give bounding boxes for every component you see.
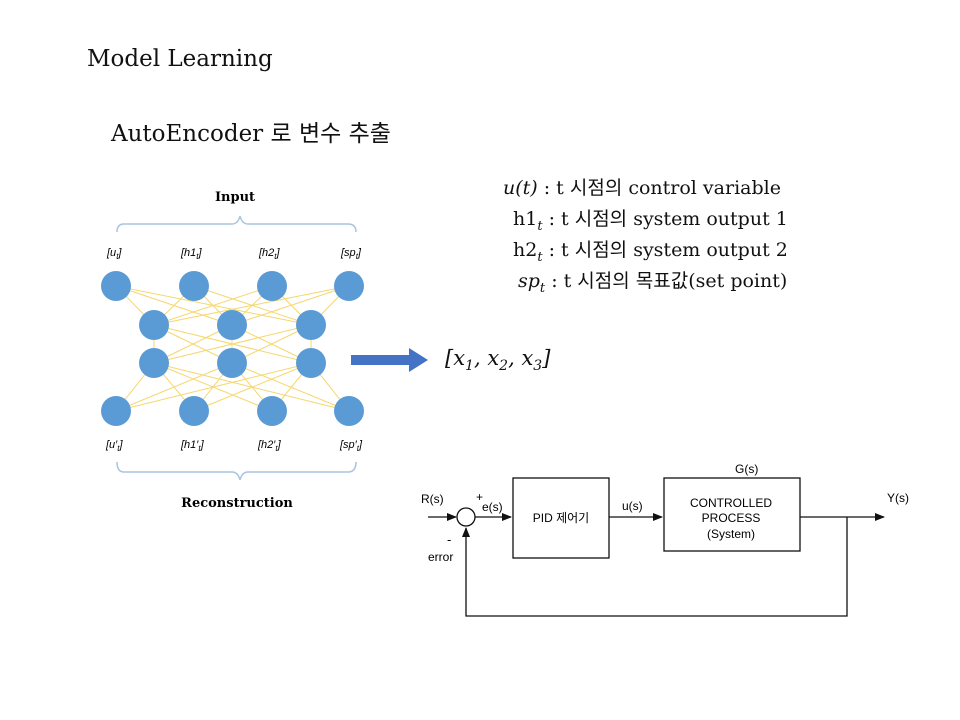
legend-symbol: sp: [518, 270, 540, 292]
network-edge: [153, 285, 273, 326]
legend-text: : t 시점의 control variable: [537, 177, 781, 199]
input-label: Input: [215, 190, 255, 205]
legend-symbol: h2: [513, 239, 538, 261]
output-node-label-sp: [sp′t]: [339, 439, 363, 453]
network-node-l1-n2: [296, 310, 326, 340]
input-node-labels: [ut] [h1t] [h2t] [spt]: [106, 247, 362, 261]
network-edge: [115, 362, 233, 412]
plant-label: G(s): [735, 462, 758, 476]
latent-sub-1: 1: [465, 358, 474, 375]
legend-text: : t 시점의 system output 1: [542, 208, 788, 230]
network-node-l3-n1: [179, 396, 209, 426]
latent-vector: [x1, x2, x3]: [445, 346, 550, 374]
error-signal-label: e(s): [482, 500, 503, 514]
network-edge: [231, 285, 350, 326]
input-signal-label: R(s): [421, 492, 444, 506]
latent-sep-2: , x: [508, 346, 534, 370]
legend-item-control-variable: u(t) : t 시점의 control variable: [503, 173, 781, 200]
latent-sub-2: 2: [499, 358, 509, 375]
process-label-line2: PROCESS: [702, 511, 761, 525]
legend-symbol: h1: [513, 208, 538, 230]
feedback-path: [462, 517, 848, 617]
encode-arrow: [351, 348, 428, 372]
legend-text: : t 시점의 system output 2: [542, 239, 788, 261]
legend-item-system-output-2: h2t : t 시점의 system output 2: [513, 235, 788, 265]
input-node-label-sp: [spt]: [340, 247, 362, 261]
network-node-l2-n0: [139, 348, 169, 378]
input-node-label-h2: [h2t]: [258, 247, 281, 261]
process-label-line3: (System): [707, 527, 755, 541]
legend-item-system-output-1: h1t : t 시점의 system output 1: [513, 204, 788, 234]
minus-sign: -: [447, 532, 451, 547]
output-signal-label: Y(s): [887, 491, 909, 505]
reconstruction-label: Reconstruction: [181, 496, 293, 511]
latent-open: [x: [445, 346, 466, 370]
output-node-labels: [u′t] [h1′t] [h2′t] [sp′t]: [105, 439, 363, 453]
network-node-l3-n3: [334, 396, 364, 426]
legend-subscript: t: [539, 280, 546, 296]
plus-sign: +: [476, 490, 483, 504]
output-node-label-u: [u′t]: [105, 439, 123, 453]
network-node-l0-n0: [101, 271, 131, 301]
input-node-label-h1: [h1t]: [180, 247, 203, 261]
network-edge: [115, 362, 312, 412]
reconstruction-brace: [116, 461, 357, 481]
process-label-line1: CONTROLLED: [690, 496, 772, 510]
latent-sep-1: , x: [473, 346, 500, 370]
input-brace: [116, 215, 357, 233]
network-nodes: [101, 271, 364, 426]
network-node-l0-n1: [179, 271, 209, 301]
network-edge: [231, 362, 350, 412]
error-label: error: [428, 550, 453, 564]
network-node-l0-n3: [334, 271, 364, 301]
network-node-l0-n2: [257, 271, 287, 301]
input-node-label-u: [ut]: [106, 247, 122, 261]
pid-controller-block: [512, 477, 610, 559]
page-title: Model Learning: [87, 46, 273, 72]
network-node-l3-n2: [257, 396, 287, 426]
controlled-process-block: [663, 477, 801, 552]
network-node-l2-n1: [217, 348, 247, 378]
output-node-label-h2: [h2′t]: [257, 439, 282, 453]
network-node-l3-n0: [101, 396, 131, 426]
control-signal-label: u(s): [622, 499, 643, 513]
latent-sub-3: 3: [533, 358, 543, 375]
legend-subscript: t: [537, 218, 543, 234]
legend-text: : t 시점의 목표값(set point): [545, 270, 788, 292]
slide-subtitle: AutoEncoder 로 변수 추출: [111, 121, 391, 147]
network-edge: [153, 324, 312, 364]
legend-subscript: t: [537, 249, 543, 265]
network-node-l1-n1: [217, 310, 247, 340]
latent-close: ]: [542, 346, 551, 370]
network-node-l2-n2: [296, 348, 326, 378]
legend-item-set-point: spt : t 시점의 목표값(set point): [518, 266, 787, 296]
pid-controller-label: PID 제어기: [533, 511, 589, 525]
network-edge: [153, 285, 350, 326]
summing-junction: [456, 507, 476, 527]
network-edge: [193, 362, 312, 412]
legend-symbol: u(t): [503, 177, 538, 199]
network-node-l1-n0: [139, 310, 169, 340]
output-node-label-h1: [h1′t]: [180, 439, 205, 453]
